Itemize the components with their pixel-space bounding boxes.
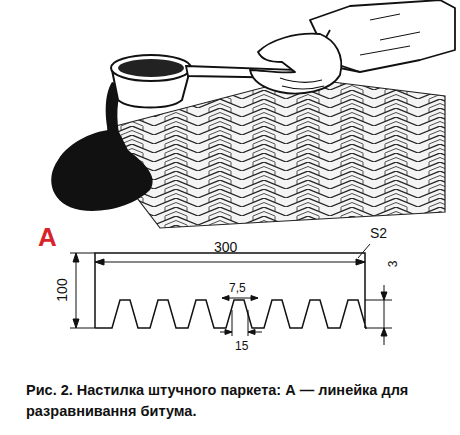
figure-caption: Рис. 2. Настилка штучного паркета: А — л… — [26, 380, 456, 422]
parquet-floor — [100, 70, 450, 235]
dimension: 300 — [214, 240, 237, 254]
dimension: 3 — [387, 261, 399, 268]
dimension: 7,5 — [228, 282, 247, 294]
dimension-lines — [70, 244, 392, 345]
thickness-mark: S2 — [370, 226, 387, 240]
bitumen-puddle — [51, 130, 152, 211]
dimension: 15 — [234, 340, 249, 352]
dimension: 100 — [55, 278, 69, 301]
part-letter: A — [38, 224, 57, 250]
hand — [250, 0, 455, 93]
leveling-ruler — [95, 253, 366, 328]
